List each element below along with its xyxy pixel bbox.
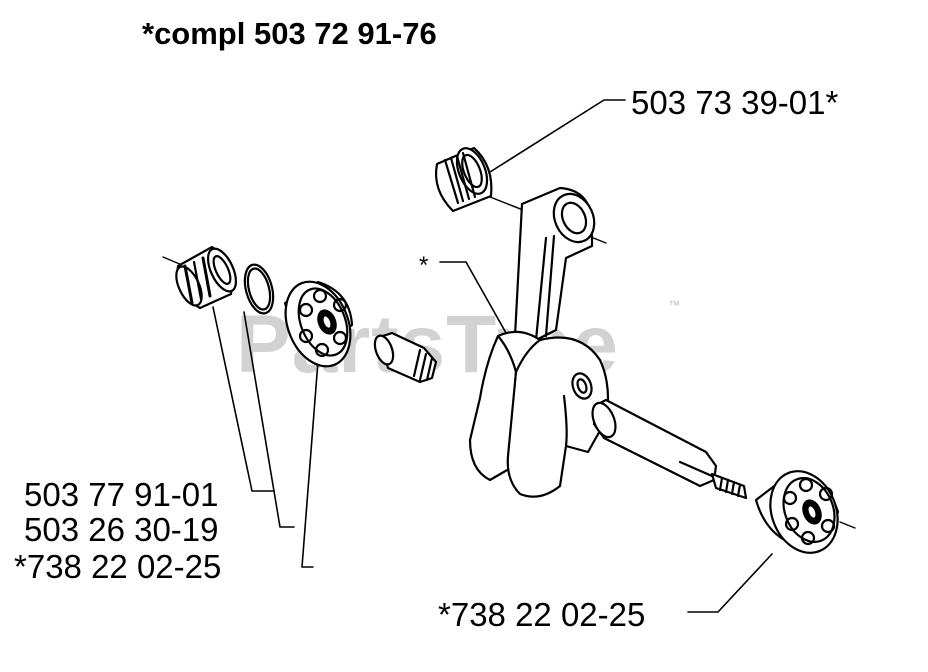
crankshaft [373,186,748,500]
crankshaft-callout-marker[interactable]: * [419,252,429,279]
o-ring-part-number[interactable]: 503 26 30-19 [24,511,219,548]
sleeve [175,245,238,310]
right-ball-bearing [754,470,840,554]
right-bearing-part-number[interactable]: *738 22 02-25 [438,596,646,633]
needle-bearing-part-number[interactable]: 503 73 39-01* [631,84,839,121]
watermark-trademark: ™ [668,298,680,312]
left-bearing-part-number[interactable]: *738 22 02-25 [14,548,222,585]
needle-bearing [435,146,493,213]
leader-lines [212,99,773,613]
o-ring [243,263,275,315]
sleeve-part-number[interactable]: 503 77 91-01 [24,476,219,513]
left-ball-bearing [283,280,354,368]
assembly-title: *compl 503 72 91-76 [142,16,437,51]
